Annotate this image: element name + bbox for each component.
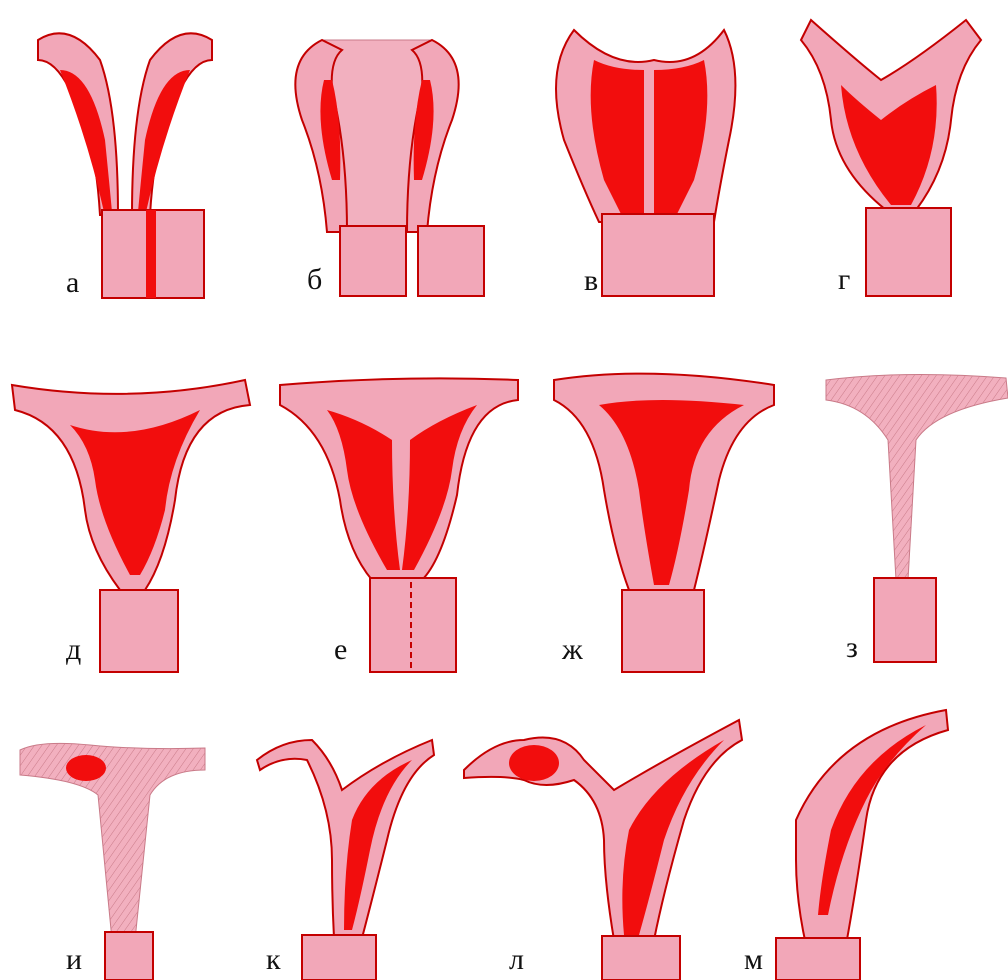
figure-label: к: [266, 945, 281, 975]
figure-d-drawing: [0, 350, 252, 680]
figure-label: г: [838, 265, 850, 295]
figure-label: а: [66, 268, 79, 298]
figure-label: е: [334, 635, 347, 665]
figure-b: б: [252, 0, 504, 310]
figure-a: а: [0, 0, 252, 310]
figure-l-drawing: [504, 700, 756, 980]
figure-zh-drawing: [504, 350, 756, 680]
figure-b-drawing: [252, 0, 504, 310]
figure-m: м: [756, 700, 1008, 980]
figure-v-drawing: [504, 0, 756, 310]
figure-v: в: [504, 0, 756, 310]
figure-m-drawing: [756, 700, 1008, 980]
figure-zh: ж: [504, 350, 756, 680]
figure-k-drawing: [252, 700, 504, 980]
figure-i: и: [0, 700, 252, 980]
figure-label: з: [846, 633, 858, 663]
figure-g: г: [756, 0, 1008, 310]
figure-label: ж: [562, 635, 583, 665]
figure-label: д: [66, 635, 81, 665]
figure-label: б: [307, 265, 322, 295]
figure-l: л: [504, 700, 756, 980]
figure-label: и: [66, 945, 82, 975]
figure-a-drawing: [0, 0, 252, 310]
figure-k: к: [252, 700, 504, 980]
figure-z: з: [756, 350, 1008, 680]
figure-d: д: [0, 350, 252, 680]
figure-label: л: [509, 945, 524, 975]
figure-g-drawing: [756, 0, 1008, 310]
figure-label: м: [744, 945, 763, 975]
figure-e: е: [252, 350, 504, 680]
figure-i-drawing: [0, 700, 252, 980]
figure-e-drawing: [252, 350, 504, 680]
figure-z-drawing: [756, 350, 1008, 680]
figure-label: в: [584, 266, 598, 296]
